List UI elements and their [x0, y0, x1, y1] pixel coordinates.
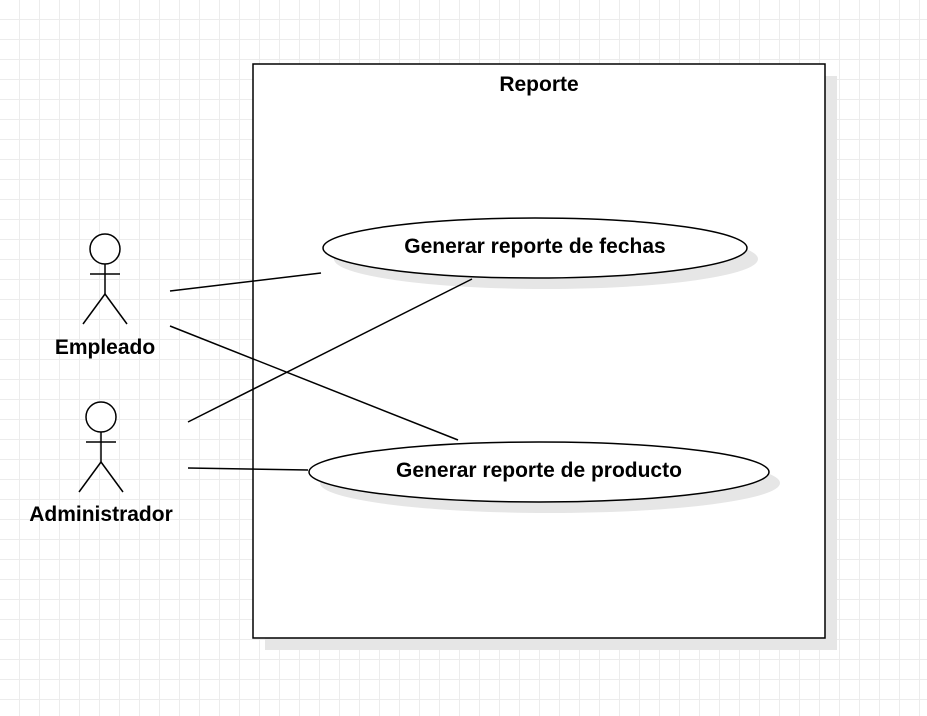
- use-case-generar-reporte-fechas[interactable]: [322, 217, 748, 279]
- use-case-label-producto: Generar reporte de producto: [396, 459, 682, 482]
- actor-head-icon: [85, 401, 117, 433]
- association-administrador-fechas[interactable]: [187, 278, 473, 423]
- actor-administrador-figure[interactable]: [78, 401, 124, 493]
- use-case-generar-reporte-producto[interactable]: [308, 441, 770, 503]
- association-empleado-producto[interactable]: [169, 325, 459, 441]
- actor-name-empleado: Empleado: [54, 336, 156, 359]
- actor-empleado-figure[interactable]: [82, 233, 128, 325]
- use-case-label-fechas: Generar reporte de fechas: [404, 235, 666, 258]
- association-administrador-producto[interactable]: [187, 467, 309, 471]
- association-empleado-fechas[interactable]: [169, 272, 322, 292]
- actor-head-icon: [89, 233, 121, 265]
- system-title: Reporte: [499, 73, 579, 96]
- actor-name-administrador: Administrador: [29, 503, 173, 526]
- system-boundary[interactable]: [252, 63, 826, 639]
